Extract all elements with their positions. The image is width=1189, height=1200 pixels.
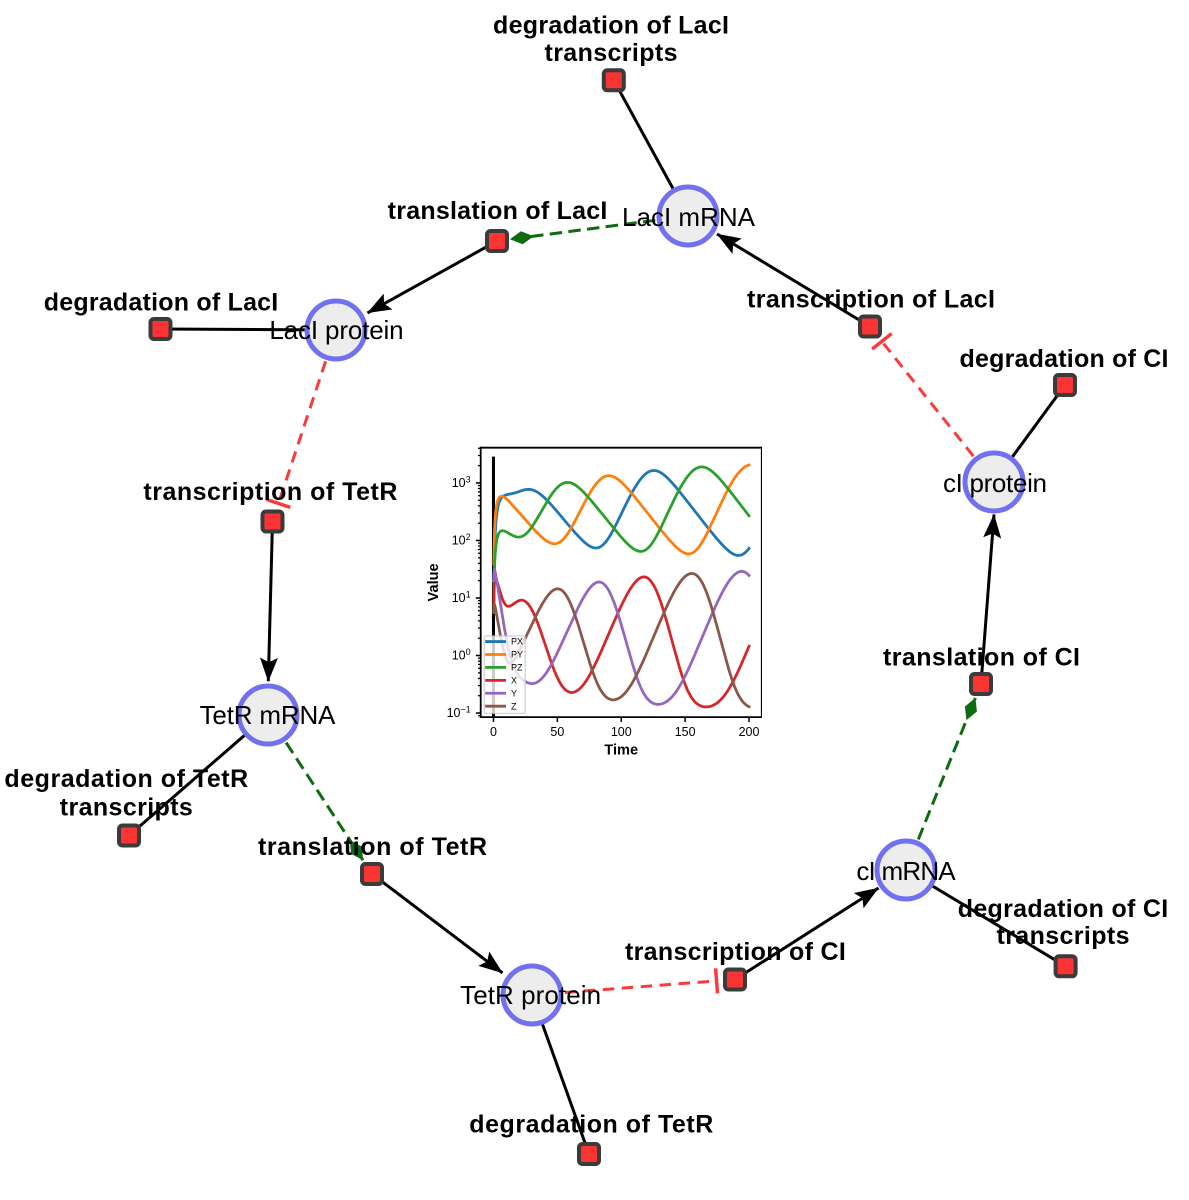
svg-text:TetR mRNA: TetR mRNA — [200, 700, 336, 730]
svg-text:1 0 3: 1 0 3 — [452, 467, 472, 492]
svg-text:Value: Value — [426, 563, 442, 601]
svg-text:1 0 1: 1 0 1 — [452, 582, 472, 607]
svg-text:X: X — [511, 675, 517, 685]
svg-text:Z: Z — [511, 701, 517, 711]
svg-text:0: 0 — [490, 725, 497, 739]
svg-text:PX: PX — [511, 637, 523, 647]
svg-text:50: 50 — [550, 725, 564, 739]
svg-text:cI protein: cI protein — [943, 468, 1047, 498]
svg-text:Time: Time — [604, 743, 638, 759]
svg-text:degradation of TetR: degradation of TetR — [469, 1111, 713, 1139]
svg-text:degradation of CI: degradation of CI — [960, 345, 1169, 373]
svg-text:cI mRNA: cI mRNA — [856, 856, 956, 886]
svg-text:200: 200 — [739, 725, 760, 739]
svg-text:PY: PY — [511, 650, 523, 660]
svg-text:PZ: PZ — [511, 663, 523, 673]
svg-text:transcription of TetR: transcription of TetR — [143, 478, 397, 506]
svg-text:transcripts: transcripts — [545, 39, 678, 67]
svg-text:transcripts: transcripts — [997, 922, 1130, 950]
svg-text:TetR protein: TetR protein — [460, 980, 601, 1010]
svg-text:translation of LacI: translation of LacI — [388, 197, 608, 225]
svg-text:LacI mRNA: LacI mRNA — [622, 202, 756, 232]
svg-text:degradation of CI: degradation of CI — [958, 895, 1169, 923]
svg-text:translation of TetR: translation of TetR — [258, 833, 487, 861]
svg-text:degradation of TetR: degradation of TetR — [4, 765, 248, 793]
svg-text:LacI protein: LacI protein — [269, 315, 403, 345]
svg-text:150: 150 — [675, 725, 696, 739]
svg-text:degradation of LacI: degradation of LacI — [493, 11, 729, 39]
svg-text:translation of CI: translation of CI — [883, 644, 1080, 672]
svg-text:1 0 −: 1 0 − 1 — [447, 692, 472, 722]
svg-text:transcription of CI: transcription of CI — [625, 938, 846, 966]
svg-text:Y: Y — [511, 688, 517, 698]
svg-text:transcripts: transcripts — [60, 793, 193, 821]
svg-text:degradation of LacI: degradation of LacI — [44, 289, 279, 317]
svg-text:transcription of LacI: transcription of LacI — [747, 286, 995, 314]
svg-text:1 0 2: 1 0 2 — [452, 525, 472, 550]
svg-text:1 0 0: 1 0 0 — [452, 640, 472, 665]
svg-text:100: 100 — [611, 725, 632, 739]
